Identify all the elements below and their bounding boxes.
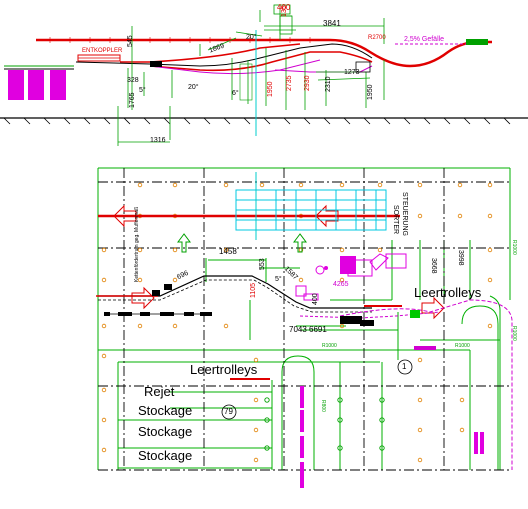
radius-r1000-d: R1000 [455, 343, 470, 349]
circle-79-label: 79 [224, 407, 233, 416]
radius-r1000-c: R1000 [322, 343, 337, 349]
chain-conveyor-label: Kettenfördertrum geg. Muffenmaß [134, 206, 140, 282]
dim-553: 553 [259, 258, 266, 270]
empty-trolley-path [339, 299, 513, 470]
marker-bar-2 [300, 410, 304, 432]
stockage-label-1: Stockage [138, 403, 193, 418]
conveyor-path [98, 275, 372, 309]
dim-400: 400 [277, 3, 291, 12]
dim-5-plan: 5° [275, 276, 282, 283]
equipment-block-2 [28, 70, 44, 100]
dim-135: 135 [281, 5, 288, 17]
equipment-block-1 [8, 70, 24, 100]
dim-3668: 3668 [430, 258, 437, 274]
slope-label: 2,5% Gefälle [404, 36, 445, 43]
leertrolleys-label-top: Leertrolleys [414, 285, 482, 300]
dim-1316: 1316 [150, 137, 166, 144]
dim-545: 545 [127, 35, 134, 47]
dim-328: 328 [127, 77, 139, 84]
arrow-right-1 [131, 286, 155, 310]
radius-r1000-a: R1000 [511, 240, 517, 255]
dim-7043: 7043 [289, 325, 307, 334]
marker-bar-3 [300, 436, 304, 458]
ground-hatching [3, 117, 511, 125]
decoupler-label: ENTKOPPLER [82, 48, 123, 54]
stockage-label-2: Stockage [138, 424, 193, 439]
station-circle-1 [397, 359, 413, 375]
dim-6: 6° [232, 90, 239, 97]
dim-1458: 1458 [219, 247, 237, 256]
dim-1273: 1273 [344, 69, 360, 76]
dim-400-plan: 400 [312, 293, 319, 305]
dim-2735: 2735 [286, 75, 293, 91]
dim-3998: 3998 [457, 250, 464, 266]
steuerung-label: STEUERUNG [401, 192, 408, 236]
dim-1950-a: 1950 [267, 81, 274, 97]
dim-20-b: 20° [188, 84, 199, 91]
dim-1105: 1105 [250, 282, 257, 298]
radius-r800: R800 [320, 400, 326, 412]
station-circle-79 [221, 404, 237, 420]
arrow-left-2 [315, 204, 339, 228]
dim-1950-b: 1950 [367, 84, 374, 100]
radius-r2700: R2700 [368, 35, 386, 41]
marker-bar-6 [480, 432, 484, 454]
descending-track [75, 43, 373, 67]
plan-view [96, 167, 513, 488]
circle-1-label: 1 [402, 362, 407, 371]
equipment-block-3 [50, 70, 66, 100]
dim-2310: 2310 [325, 76, 332, 92]
radius-r1000-b: R1000 [511, 326, 517, 341]
marker-bar-4 [300, 462, 304, 488]
leertrolleys-label-left: Leertrolleys [190, 362, 258, 377]
marker-bar-1 [300, 386, 304, 408]
elevation-view [0, 4, 528, 146]
dim-3841: 3841 [323, 19, 341, 28]
rejet-label: Rejet [144, 384, 175, 399]
dim-2930: 2930 [304, 75, 311, 91]
dim-5: 5° [139, 87, 146, 94]
dim-4265: 4265 [333, 281, 349, 288]
marker-bar-5 [474, 432, 478, 454]
dim-6691: 6691 [309, 325, 327, 334]
sorter-grid [235, 189, 387, 231]
overhead-rail [36, 38, 492, 68]
dim-1765: 1765 [129, 92, 136, 108]
stockage-label-3: Stockage [138, 448, 193, 463]
sorter-label: SORTER [392, 205, 399, 235]
dim-20-a: 20° [246, 34, 257, 41]
arrow-right-2 [421, 296, 445, 320]
arrow-left-1 [113, 204, 137, 228]
